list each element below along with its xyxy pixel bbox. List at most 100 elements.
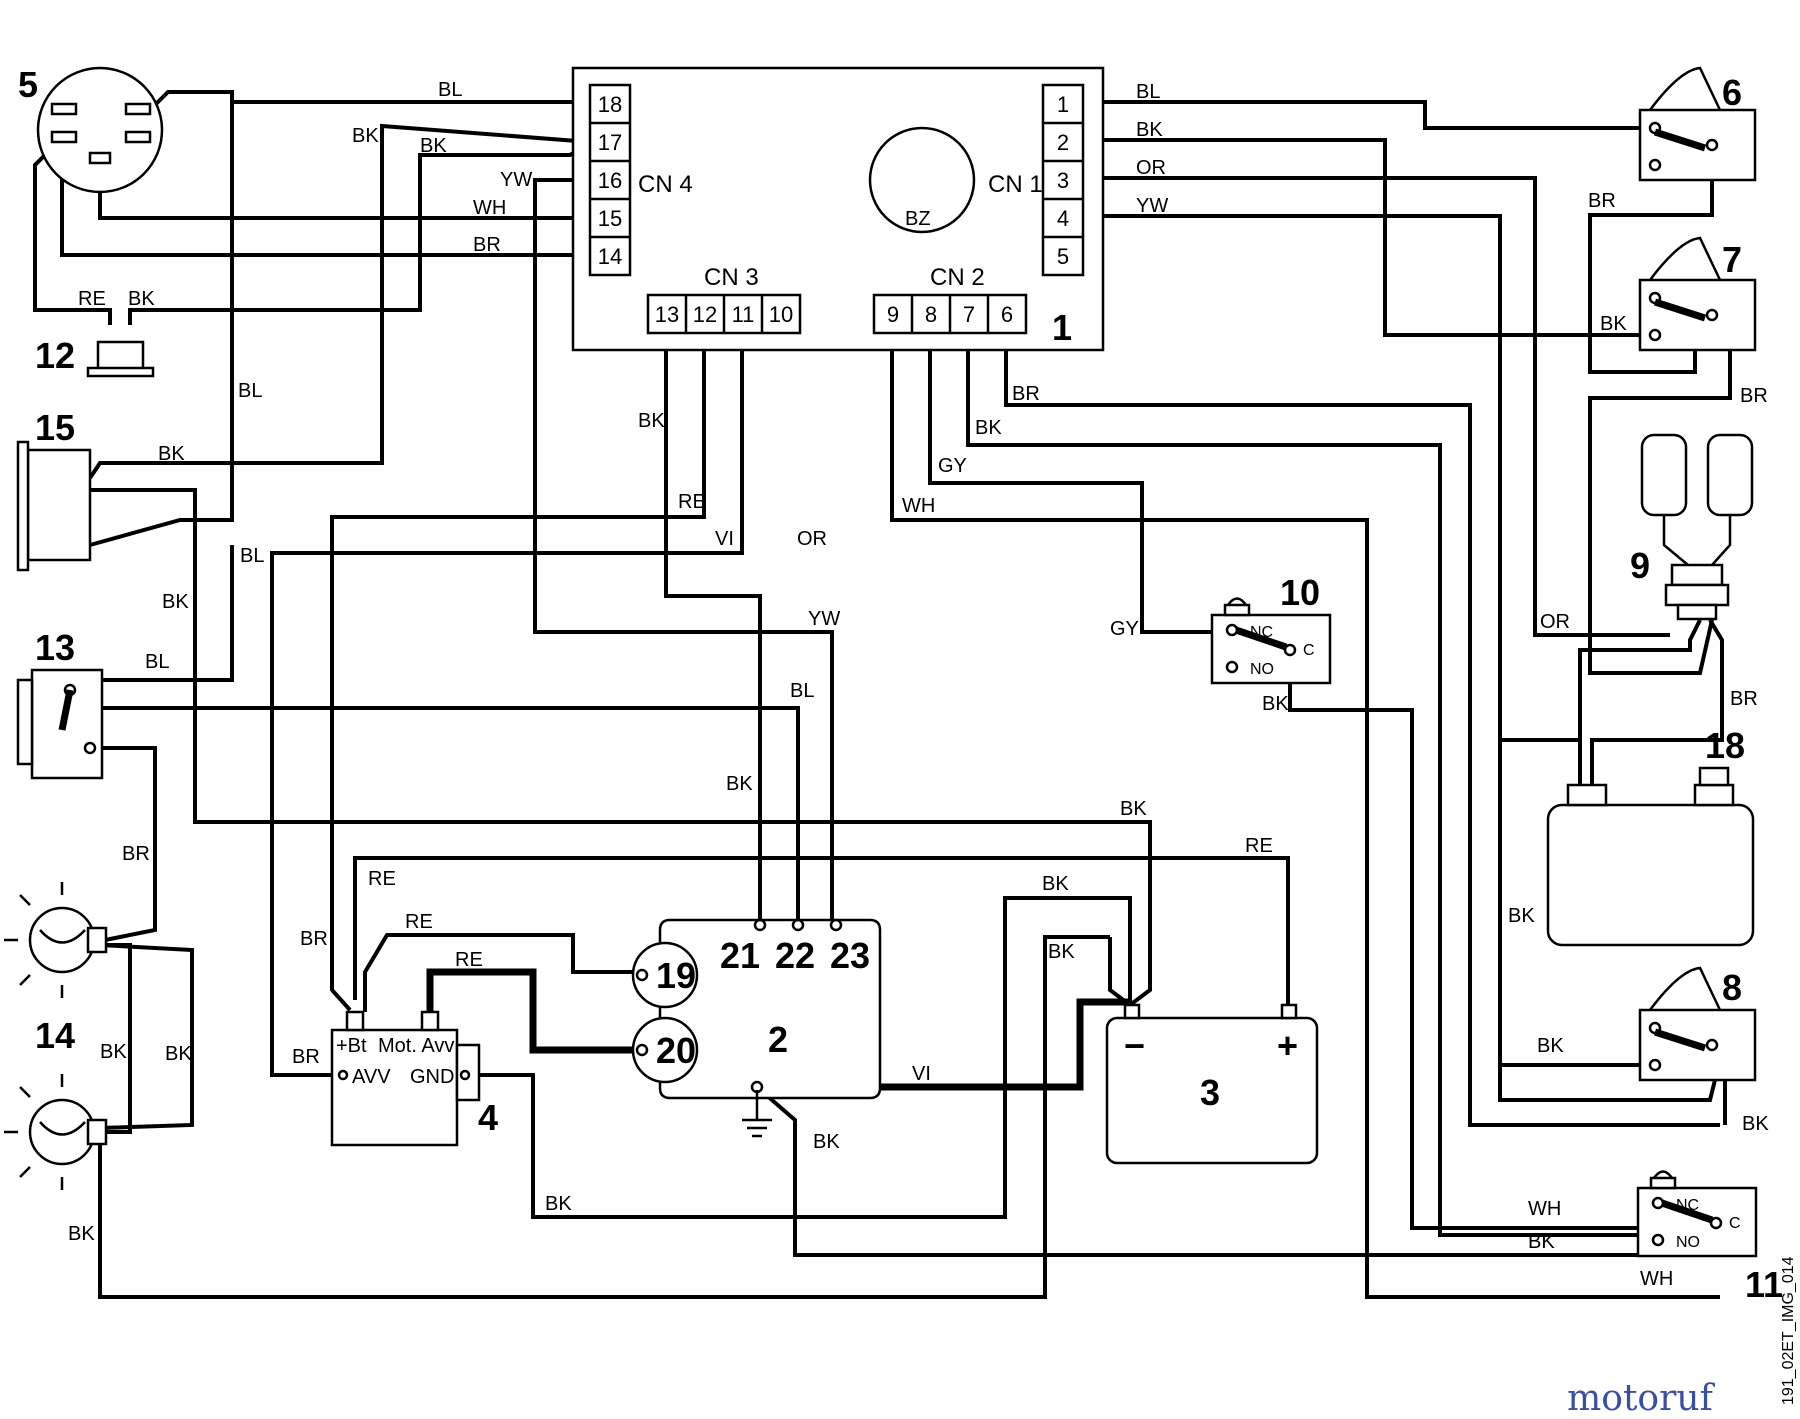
wire-re-19	[363, 933, 645, 1012]
wire-label: BR	[1740, 385, 1768, 407]
module-4: +Bt Mot. Avv AVV GND	[330, 1010, 481, 1147]
wire-label: RE	[78, 288, 106, 310]
wire-label: BK	[1537, 1035, 1564, 1057]
wire-5-to-12-re	[33, 148, 112, 325]
connector-cn2: 9 8 7 6 CN 2	[872, 264, 1028, 335]
cn4-pin: 17	[598, 130, 622, 155]
wire-label: BR	[1588, 190, 1616, 212]
lamp-14-bottom	[4, 1074, 108, 1190]
tank-18	[1546, 766, 1755, 947]
wire-label: BK	[352, 125, 379, 147]
cn1-pin: 3	[1057, 168, 1069, 193]
wire-label: BL	[145, 651, 169, 673]
switch10-no: NO	[1250, 661, 1274, 678]
wire-label: BR	[122, 843, 150, 865]
cn4-pin: 15	[598, 206, 622, 231]
wire-label: BL	[238, 380, 262, 402]
module4-avv: AVV	[352, 1066, 391, 1088]
wire-cn3-13-bk	[664, 325, 762, 920]
wire-6-br-to-7	[1588, 145, 1714, 374]
wire-14-lamp1-lamp2-bk	[100, 943, 132, 1134]
wire-label: BK	[813, 1131, 840, 1153]
wire-label: YW	[1136, 195, 1168, 217]
wire-label: BK	[1136, 119, 1163, 141]
component-12	[86, 340, 155, 378]
bz-label: BZ	[905, 208, 931, 230]
microswitch-10: NC NO C	[1210, 597, 1332, 685]
wire-label: WH	[902, 495, 935, 517]
wire-label: BK	[158, 443, 185, 465]
cn4-pin: 16	[598, 168, 622, 193]
module4-gnd: GND	[410, 1066, 454, 1088]
wire-label: VI	[912, 1063, 931, 1085]
cn3-label: CN 3	[704, 264, 759, 291]
number-13: 13	[35, 627, 75, 668]
ground-icon	[742, 1090, 772, 1138]
terminal-20: 20	[656, 1030, 696, 1071]
wire-label: YW	[500, 169, 532, 191]
cn2-label: CN 2	[930, 264, 985, 291]
microswitch-11: NC NO C	[1636, 1170, 1758, 1258]
wire-cn1-3-or-to-9	[1078, 176, 1670, 637]
switch11-nc: NC	[1676, 1197, 1699, 1214]
number-12: 12	[35, 335, 75, 376]
wire-label: BK	[1600, 313, 1627, 335]
wire-13-br-to-14	[90, 746, 157, 942]
wire-label: BK	[726, 773, 753, 795]
wire-label: BK	[545, 1193, 572, 1215]
number-8: 8	[1722, 967, 1742, 1008]
wire-label: BR	[292, 1046, 320, 1068]
wire-re-main	[353, 856, 1290, 1012]
wire-label: BK	[420, 135, 447, 157]
wire-label: BR	[1730, 688, 1758, 710]
wire-label-extra: BK	[1528, 1231, 1555, 1253]
number-3: 3	[1200, 1072, 1220, 1113]
wire-label-extra: WH	[1640, 1268, 1673, 1290]
wire-re-20-thick	[426, 968, 645, 1054]
wire-label: RE	[1245, 835, 1273, 857]
wire-14-lamp1-bk2	[99, 943, 194, 1130]
cn1-pin: 1	[1057, 92, 1069, 117]
wire-label: BK	[68, 1223, 95, 1245]
wire-label: BL	[790, 680, 814, 702]
switch11-c: C	[1729, 1215, 1741, 1232]
module4-mot: Mot. Avv	[378, 1035, 454, 1057]
wire-10-bk-to-11	[1288, 650, 1640, 1230]
wire-label: VI	[715, 528, 734, 550]
switch-7	[1638, 236, 1757, 352]
wire-cn4-16-yw	[533, 178, 834, 920]
cn4-pin: 14	[598, 244, 622, 269]
component-15	[16, 440, 92, 572]
terminal-19: 19	[656, 955, 696, 996]
cn3-pin: 11	[732, 302, 755, 327]
wire-bk-4gnd	[465, 896, 1132, 1219]
wire-label: WH	[473, 197, 506, 219]
wire-label: YW	[808, 608, 840, 630]
wire-label: BL	[438, 79, 462, 101]
switch10-c: C	[1303, 642, 1315, 659]
switch11-no: NO	[1676, 1234, 1700, 1251]
cn2-pin: 8	[925, 302, 937, 327]
wire-cn2-7-bk	[966, 325, 1650, 1237]
wire-label-extra: BK	[1742, 1113, 1769, 1135]
connector-cn1: 1 2 3 4 5 CN 1	[988, 83, 1085, 277]
connector-9	[1640, 433, 1754, 621]
switch10-nc: NC	[1250, 624, 1273, 641]
cn3-pin: 12	[693, 302, 717, 327]
number-9: 9	[1630, 545, 1650, 586]
wire-label: BK	[1048, 941, 1075, 963]
cn3-pin: 10	[769, 302, 793, 327]
wire-label: BR	[473, 234, 501, 256]
number-14: 14	[35, 1015, 75, 1056]
number-5: 5	[18, 64, 38, 105]
component-numbers: 1 2 3 4 5 6 7 8 9 10 11 12 13 14 15 18	[18, 64, 1783, 1305]
connector-cn3: 13 12 11 10 CN 3	[646, 264, 802, 335]
cn1-pin: 2	[1057, 130, 1069, 155]
wire-label: BK	[975, 417, 1002, 439]
wire-label: RE	[455, 949, 483, 971]
wire-label: BK	[1508, 905, 1535, 927]
battery-3: − +	[1105, 1003, 1319, 1165]
connector-cn4: 18 17 16 15 14 CN 4	[588, 83, 693, 277]
wire-cn1-2-bk-to-7	[1078, 138, 1655, 337]
